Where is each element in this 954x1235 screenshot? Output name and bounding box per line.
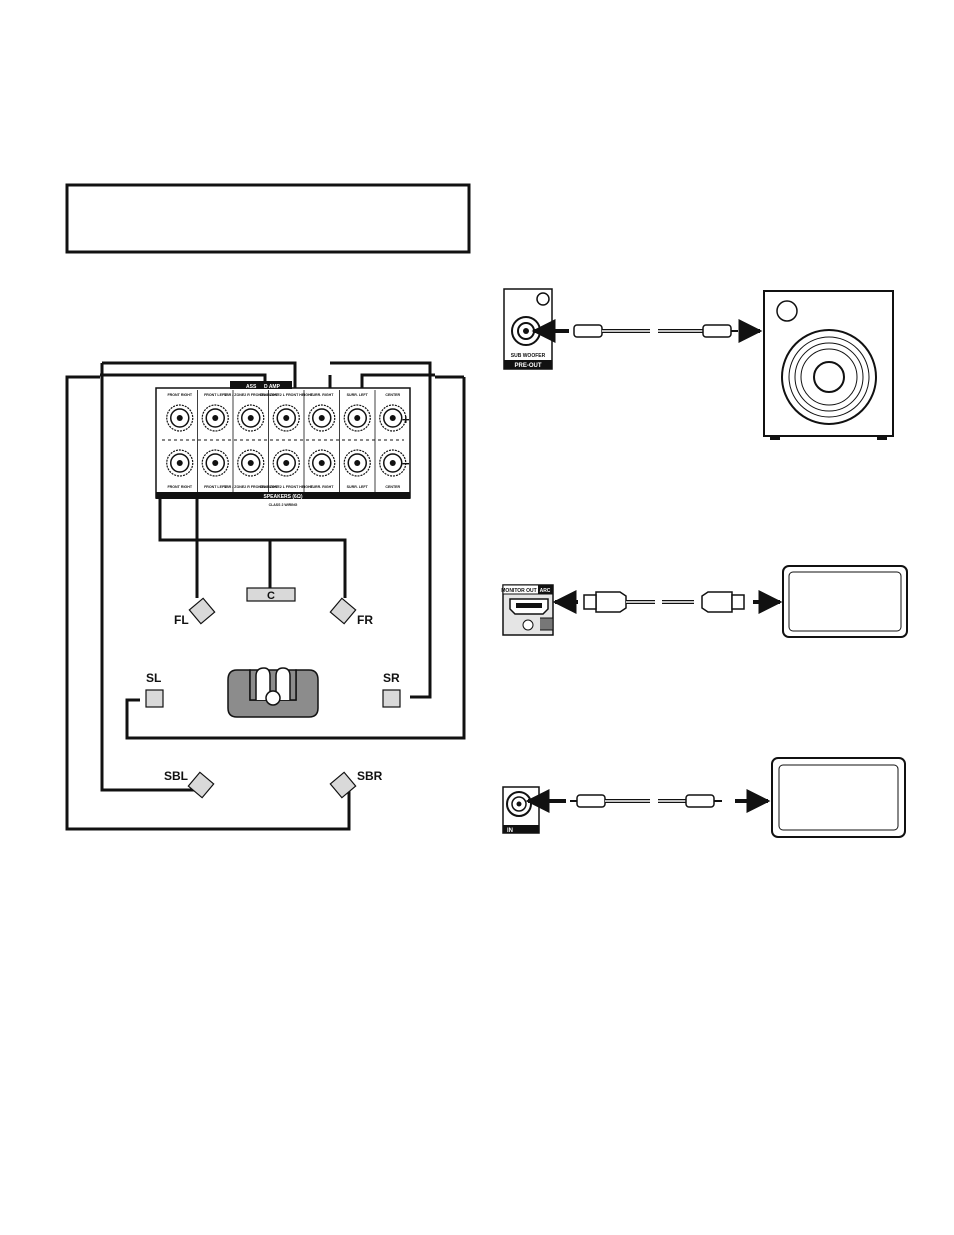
terminal-column: CENTER CENTER — [374, 390, 407, 492]
binding-post-hole — [283, 460, 290, 466]
speaker-fr: FR — [329, 597, 373, 627]
speaker-fr-box — [329, 597, 357, 625]
speaker-wiring-diagram: ASS D AMP FRONT RIGHT FRONT RIGHT FRONT LE… — [65, 361, 466, 831]
subwoofer-jack-label: SUB WOOFER — [511, 353, 546, 359]
terminal-footer-label: SPEAKERS (6Ω) — [263, 494, 302, 500]
pre-out-label: PRE-OUT — [515, 363, 542, 369]
monitor-icon — [771, 757, 906, 838]
speaker-fl-box — [188, 597, 216, 625]
terminal-label-bottom: SURR. RIGHT — [310, 485, 334, 489]
arc-badge: ARC — [540, 588, 551, 594]
speaker-c-label: C — [267, 590, 275, 602]
terminal-column: SBR / ZONE2 R FRONT HEIGHT SBR / ZONE2 R … — [224, 390, 279, 492]
heading-box — [65, 183, 471, 254]
terminal-label-bottom: FRONT RIGHT — [167, 485, 192, 489]
speaker-c: C — [246, 587, 296, 602]
binding-post-hole — [318, 460, 325, 466]
speaker-sr-label: SR — [383, 671, 400, 685]
speaker-sl: SL — [145, 671, 164, 708]
binding-post-hole — [389, 460, 396, 466]
binding-post-hole — [247, 415, 254, 421]
binding-post-hole — [318, 415, 325, 421]
tv-icon — [782, 565, 908, 638]
video-connection: IN — [502, 757, 906, 838]
hdmi-jack-panel: MONITOR OUT ARC — [501, 584, 554, 636]
speaker-sl-box — [145, 689, 164, 708]
terminal-label-top: SURR. RIGHT — [310, 393, 334, 397]
assign-label-a: ASS — [246, 384, 257, 390]
terminal-label-top: CENTER — [385, 393, 400, 397]
terminal-panel-frame — [155, 387, 411, 499]
wire-bridge-right — [330, 361, 432, 699]
wire-sbl — [100, 363, 195, 792]
terminal-label-top: SURR. LEFT — [347, 393, 369, 397]
wire-sbr — [65, 375, 351, 831]
speaker-sbr: SBR — [329, 769, 383, 799]
terminal-label-bottom: SBR / ZONE2 R FRONT HEIGHT — [224, 485, 279, 489]
speaker-fr-label: FR — [357, 613, 373, 627]
terminal-column: FRONT LEFT FRONT LEFT — [197, 390, 229, 492]
speaker-fl-label: FL — [174, 613, 189, 627]
terminal-label-top: FRONT RIGHT — [167, 393, 192, 397]
video-jack-panel: IN — [502, 786, 540, 834]
subwoofer-icon — [763, 290, 894, 440]
terminal-label-bottom: SURR. LEFT — [347, 485, 369, 489]
terminal-label-top: FRONT LEFT — [204, 393, 227, 397]
listener-icon — [227, 667, 319, 718]
speaker-sbl-box — [187, 771, 215, 799]
speaker-sbr-label: SBR — [357, 769, 383, 783]
binding-post-hole — [354, 415, 361, 421]
terminal-column: FRONT RIGHT FRONT RIGHT — [166, 393, 194, 489]
terminal-label-bottom: FRONT LEFT — [204, 485, 227, 489]
speaker-sr-box — [382, 689, 401, 708]
speaker-sl-label: SL — [146, 671, 161, 685]
video-in-label: IN — [507, 828, 513, 834]
monitor-out-label: MONITOR OUT — [501, 588, 536, 594]
binding-post-hole — [283, 415, 290, 421]
minus-sign: − — [402, 456, 410, 471]
terminal-footer-sub: CLASS 2 WIRING — [269, 503, 298, 507]
wire-sl-sr-loop — [125, 375, 466, 740]
speaker-c-box — [246, 587, 296, 602]
assign-bar — [230, 381, 292, 389]
speaker-sbl: SBL — [164, 769, 215, 799]
binding-post-hole — [212, 460, 219, 466]
plus-sign: + — [402, 412, 410, 427]
binding-post-hole — [212, 415, 219, 421]
binding-post-hole — [176, 460, 183, 466]
rca-cable-video — [570, 794, 722, 808]
speaker-sr: SR — [382, 671, 401, 708]
terminal-label-bottom: CENTER — [385, 485, 400, 489]
terminal-column: SURR. RIGHT SURR. RIGHT — [303, 390, 336, 492]
hdmi-connection: MONITOR OUT ARC — [501, 565, 908, 638]
binding-post-hole — [354, 460, 361, 466]
terminal-column: SBL / ZONE2 L FRONT HEIGHT SBL / ZONE2 L … — [260, 390, 314, 492]
binding-post-hole — [389, 415, 396, 421]
binding-post-hole — [176, 415, 183, 421]
speaker-sbr-box — [329, 771, 357, 799]
terminal-label-bottom: SBL / ZONE2 L FRONT HEIGHT — [260, 485, 314, 489]
speaker-fl: FL — [174, 597, 216, 627]
rca-cable-sub — [573, 324, 738, 338]
terminal-footer-bar — [156, 492, 410, 499]
speaker-terminal-panel: ASS D AMP FRONT RIGHT FRONT RIGHT FRONT LE… — [155, 381, 411, 507]
binding-post-hole — [247, 460, 254, 466]
assign-label-b: D AMP — [264, 384, 281, 390]
terminal-column: SURR. LEFT SURR. LEFT — [339, 390, 371, 492]
terminal-label-top: SBL / ZONE2 L FRONT HEIGHT — [260, 393, 314, 397]
subwoofer-connection: PRE-OUT SUB WOOFER — [503, 288, 894, 440]
terminal-label-top: SBR / ZONE2 R FRONT HEIGHT — [224, 393, 279, 397]
speaker-sbl-label: SBL — [164, 769, 188, 783]
hdmi-cable — [583, 591, 745, 613]
